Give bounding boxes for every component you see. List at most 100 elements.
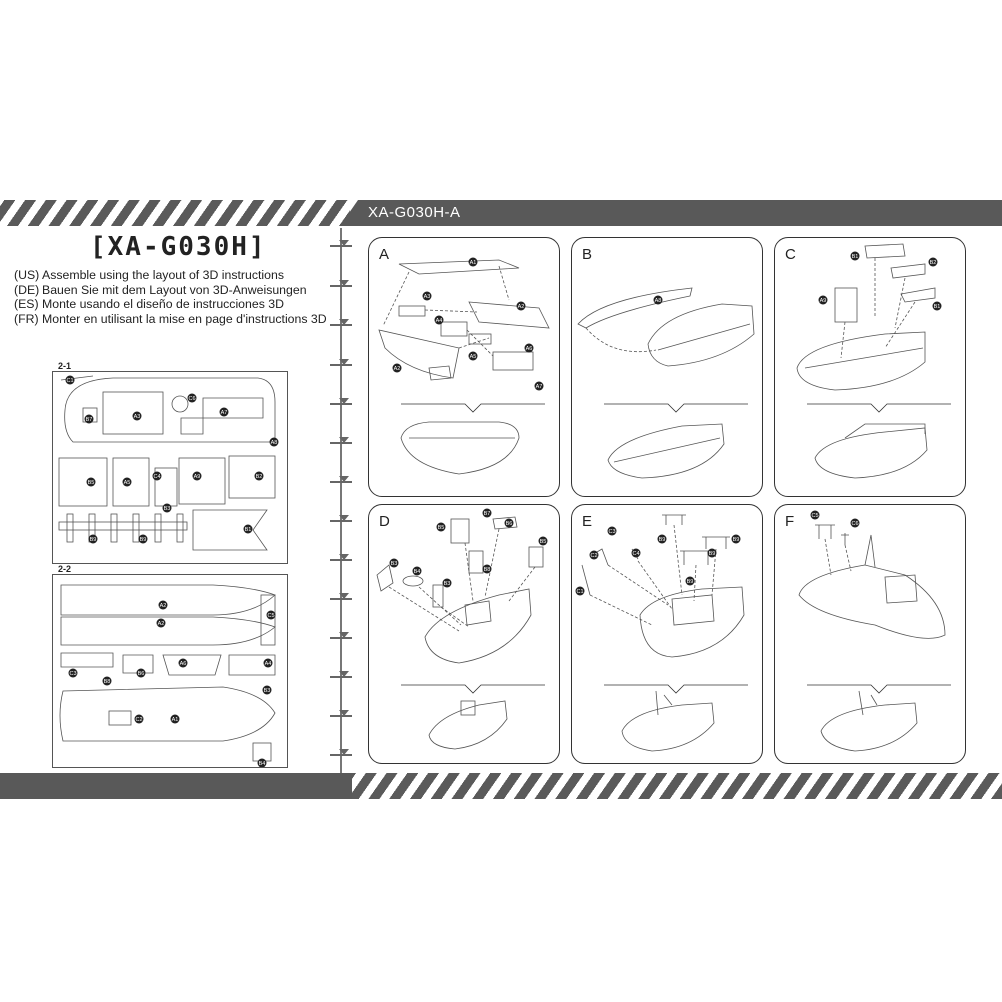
step-drawing: C3 B9 B9 C2 C4 B9 B9 C1 [575, 514, 748, 752]
part-label: B2 [930, 260, 937, 266]
part-label: C5 [811, 513, 818, 519]
part-label: A3 [424, 294, 431, 300]
step-drawing: A8 [577, 287, 755, 479]
divider-tick [330, 593, 352, 600]
sheet-label: 2-1 [58, 361, 72, 371]
part-label: B5 [438, 525, 445, 531]
step-panel-f: F C5 C6 [774, 504, 966, 764]
language-code: (FR) [14, 311, 39, 326]
step-panel-b: B A8 [571, 237, 763, 497]
instruction-fr: (FR)Monter en utilisant la mise en page … [14, 312, 334, 327]
part-label: B7 [86, 417, 93, 423]
step-letter: F [785, 513, 795, 530]
part-label: A4 [265, 661, 272, 667]
bottom-solid-band [0, 773, 360, 799]
step-letter: A [379, 246, 390, 263]
language-code: (US) [14, 268, 40, 282]
part-label: A2 [394, 366, 401, 372]
sheet-drawing: C1 C6 A3 A7 B7 A8 B5 A5 C4 A9 B2 B3 B1 B… [58, 375, 279, 551]
part-label: A8 [271, 440, 278, 446]
instruction-text: Bauen Sie mit dem Layout von 3D-Anweisun… [42, 282, 307, 297]
part-label: B5 [88, 480, 95, 486]
part-label: B9 [733, 537, 740, 543]
step-drawing: B1 B2 B1 A9 [796, 243, 951, 479]
part-label: B1 [934, 304, 941, 310]
sheet-drawing: A2 C5 A2 C3 A6 A4 B8 B6 B3 C2 A1 B4 [59, 584, 276, 768]
part-label: B2 [256, 474, 263, 480]
part-label: B4 [414, 569, 421, 575]
part-label: A5 [124, 480, 131, 486]
part-label: B5 [540, 539, 547, 545]
part-label: A8 [655, 298, 662, 304]
part-label: A6 [526, 346, 533, 352]
divider-tick [330, 749, 352, 756]
part-label: A7 [221, 410, 228, 416]
part-label: C4 [632, 551, 639, 557]
divider-tick [330, 554, 352, 561]
step-panel-c: C B1 B2 B1 A9 [774, 237, 966, 497]
step-drawing: B5 B7 B6 B5 B3 B4 B3 B8 [376, 508, 548, 750]
divider-tick [330, 632, 352, 639]
part-label: C5 [267, 613, 274, 619]
part-label: B8 [484, 567, 491, 573]
part-label: C1 [576, 589, 583, 595]
divider-tick [330, 398, 352, 405]
column-divider [340, 228, 342, 773]
part-label: A5 [470, 354, 477, 360]
part-label: B3 [164, 506, 171, 512]
part-label: A4 [436, 318, 443, 324]
step-drawing: A1 A2 A3 A4 A2 A5 A6 A7 [378, 257, 550, 475]
divider-tick [330, 437, 352, 444]
language-code: (DE) [14, 282, 40, 297]
instruction-text: Monte usando el diseño de instrucciones … [42, 297, 284, 311]
part-label: B3 [264, 688, 271, 694]
divider-tick [330, 476, 352, 483]
part-label: B1 [245, 527, 252, 533]
divider-tick [330, 710, 352, 717]
model-title: [XA-G030H] [90, 232, 267, 262]
part-label: A9 [820, 298, 827, 304]
part-label: B7 [484, 511, 491, 517]
part-label: C1 [66, 378, 73, 384]
part-label: C6 [188, 396, 195, 402]
part-label: A2 [518, 304, 525, 310]
part-label: B3 [391, 561, 398, 567]
instruction-text: Assemble using the layout of 3D instruct… [42, 268, 284, 282]
step-panel-a: A A1 A2 [368, 237, 560, 497]
parts-sheet-2-1: C1 C6 A3 A7 B7 A8 B5 A5 C4 A9 B2 B3 B1 B… [52, 371, 288, 564]
part-label: B8 [104, 679, 111, 685]
part-label: C4 [153, 474, 160, 480]
language-code: (ES) [14, 297, 39, 311]
step-letter: B [582, 246, 593, 263]
part-label: B9 [687, 579, 694, 585]
part-label: C3 [608, 529, 615, 535]
part-label: B9 [90, 537, 97, 543]
divider-tick [330, 359, 352, 366]
part-label: C6 [851, 521, 858, 527]
step-letter: D [379, 513, 390, 530]
instruction-us: (US)Assemble using the layout of 3D inst… [14, 268, 334, 283]
part-label: A6 [180, 661, 187, 667]
step-panel-e: E C3 B9 [571, 504, 763, 764]
sheet-label: 2-2 [58, 564, 72, 574]
header-bar: XA-G030H-A [340, 200, 1002, 226]
divider-tick [330, 671, 352, 678]
part-label: B9 [709, 551, 716, 557]
top-stripe-band [0, 200, 350, 226]
part-label: C2 [590, 553, 597, 559]
step-drawing: C5 C6 [798, 510, 951, 752]
part-label: A3 [134, 414, 141, 420]
part-label: A7 [536, 384, 543, 390]
part-label: C2 [135, 717, 142, 723]
divider-tick [330, 515, 352, 522]
part-label: A1 [172, 717, 179, 723]
step-letter: E [582, 513, 593, 530]
part-label: B9 [659, 537, 666, 543]
part-label: B6 [138, 671, 145, 677]
part-label: B3 [444, 581, 451, 587]
part-label: B6 [506, 521, 513, 527]
divider-tick [330, 280, 352, 287]
part-label: A1 [470, 260, 477, 266]
part-label: A9 [194, 474, 201, 480]
part-label: A2 [160, 603, 167, 609]
